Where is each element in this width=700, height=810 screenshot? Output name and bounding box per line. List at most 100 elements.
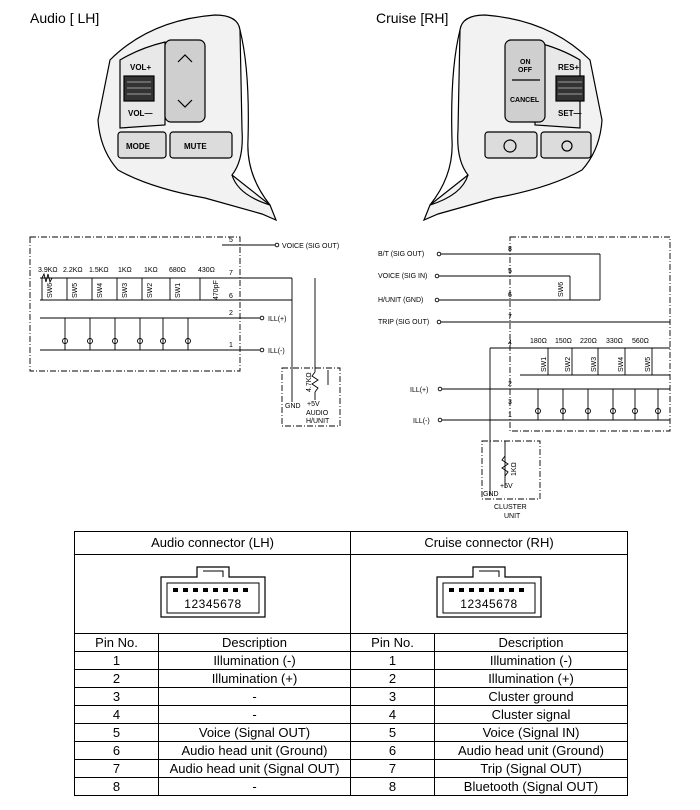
lh-sw-2: SW2 [147,283,154,298]
audio-switch-housing [97,14,278,222]
rh-circuit [434,236,671,500]
lh-pin-5: 5 [229,237,233,244]
rh-voice-label: VOICE (SIG IN) [378,273,427,280]
cell: Voice (Signal OUT) [158,723,351,742]
lh-sw-1: SW1 [175,283,182,298]
mute-label: MUTE [184,142,207,151]
lh-sw-5: SW5 [72,283,79,298]
lh-pin-1: 1 [229,342,233,349]
lh-pin-2: 2 [229,310,233,317]
lh-sw-3: SW3 [122,283,129,298]
rh-pin-6: 6 [508,292,512,299]
lh-unit-res: 4.7KΩ [306,372,313,392]
rh-trip-label: TRIP (SIG OUT) [378,319,429,326]
cell: 1 [350,651,435,670]
lh-unit-name-1: AUDIO [306,410,329,417]
vol-up-label: VOL+ [130,63,151,72]
audio-connector-header: Audio connector (LH) [74,531,351,555]
cell: 2 [350,669,435,688]
audio-connector-pins: 12345678 [184,597,241,611]
cell: Audio head unit (Signal OUT) [158,759,351,778]
rh-unit-v: +5V [500,483,513,490]
cell: 5 [74,723,159,742]
cancel-label: CANCEL [510,97,540,104]
audio-connector-figure: 12345678 [74,554,351,634]
rh-pin-5: 5 [508,268,512,275]
cell: Illumination (-) [158,651,351,670]
cell: Voice (Signal IN) [433,723,629,742]
rh-res-4: 330Ω [606,338,623,345]
cruise-connector-figure: 12345678 [349,554,629,634]
lh-res-5: 1KΩ [144,267,158,274]
rh-ill-minus: ILL(-) [413,418,430,425]
rh-res-2: 150Ω [555,338,572,345]
cell: 2 [74,669,159,688]
cell: 6 [74,741,159,760]
lh-ill-minus: ILL(-) [268,348,285,355]
lh-res-7: 430Ω [198,267,215,274]
cell: Illumination (+) [433,669,629,688]
rh-pin-3: 3 [508,399,512,406]
on-label: ON [520,59,531,66]
rh-sw-4: SW4 [618,357,625,372]
lh-pin-6: 6 [229,293,233,300]
col-pin-rh: Pin No. [350,633,435,652]
lh-voice-label: VOICE (SIG OUT) [282,243,339,250]
rh-ill-plus: ILL(+) [410,387,428,394]
cell: 3 [74,687,159,706]
cell: 4 [74,705,159,724]
cell: Audio head unit (Ground) [158,741,351,760]
rh-pin-1: 1 [508,412,512,419]
rh-res-3: 220Ω [580,338,597,345]
lh-unit-v: +5V [307,401,320,408]
cell: Illumination (-) [433,651,629,670]
rh-unit-name-1: CLUSTER [494,504,527,511]
cell: 4 [350,705,435,724]
audio-connector-icon: 12345678 [159,566,266,618]
cruise-switch-housing [422,14,603,222]
lh-ill-plus: ILL(+) [268,316,286,323]
col-desc-rh: Description [433,633,629,652]
cell: Illumination (+) [158,669,351,688]
rh-pin-4: 4 [508,340,512,347]
lh-res-1: 3.9KΩ [38,267,58,274]
cell: - [158,705,351,724]
rh-pin-7: 7 [508,314,512,321]
lh-res-6: 680Ω [169,267,186,274]
rh-unit-res: 1KΩ [511,462,518,476]
cruise-connector-header: Cruise connector (RH) [349,531,629,555]
lh-cap: 470pF [213,280,220,300]
lh-sw-4: SW4 [97,283,104,298]
rh-bt-label: B/T (SIG OUT) [378,251,424,258]
cell: - [158,777,351,796]
rh-unit-gnd: GND [483,491,499,498]
lh-pin-7: 7 [229,270,233,277]
set-label: SET— [558,109,582,118]
rh-res-5: 560Ω [632,338,649,345]
rh-sw-6: SW6 [558,282,565,297]
lh-res-2: 2.2KΩ [63,267,83,274]
rh-sw-2: SW2 [565,357,572,372]
cell: Cluster ground [433,687,629,706]
lh-unit-gnd: GND [285,403,301,410]
cell: 7 [350,759,435,778]
rh-hunit-label: H/UNIT (GND) [378,297,423,304]
cruise-connector-icon: 12345678 [436,566,542,618]
mode-label: MODE [126,142,151,151]
rh-unit-name-2: UNIT [504,513,521,520]
cell: 8 [74,777,159,796]
rh-pin-8: 8 [508,246,512,253]
cell: 3 [350,687,435,706]
cell: - [158,687,351,706]
off-label: OFF [518,67,533,74]
cell: Bluetooth (Signal OUT) [433,777,629,796]
rh-sw-3: SW3 [591,357,598,372]
col-pin-lh: Pin No. [74,633,159,652]
rh-res-1: 180Ω [530,338,547,345]
